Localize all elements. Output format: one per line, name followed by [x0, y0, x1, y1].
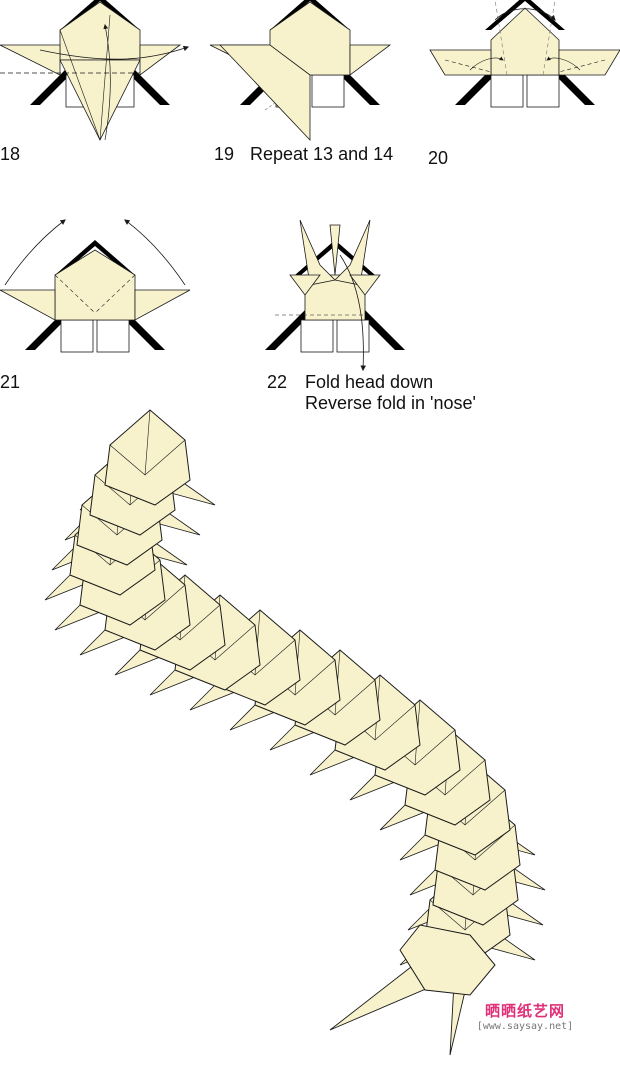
centipede-segment-crease	[109, 409, 186, 476]
step-18-number: 18	[0, 144, 21, 164]
step-19-figure	[209, 0, 392, 142]
step-22-figure	[264, 219, 406, 372]
watermark: 晒晒纸艺网 [www.saysay.net]	[470, 1000, 580, 1032]
step-21-figure	[0, 219, 191, 353]
watermark-logo: 晒晒纸艺网	[484, 1002, 565, 1020]
step-21-number: 21	[0, 372, 21, 392]
step-20-number: 20	[428, 148, 449, 168]
step-19-number: 19	[214, 144, 235, 164]
step-22-caption-line1: Fold head down	[305, 372, 434, 392]
step-22-caption-line2: Reverse fold in 'nose'	[305, 393, 476, 413]
step-22-number: 22	[267, 372, 288, 392]
step-18-figure	[0, 0, 190, 141]
watermark-url: [www.saysay.net]	[476, 1021, 574, 1032]
step-20-figure	[429, 0, 620, 108]
step-19-caption: Repeat 13 and 14	[250, 144, 394, 164]
centipede-tail-segment	[399, 924, 496, 996]
centipede-model	[44, 409, 546, 1056]
